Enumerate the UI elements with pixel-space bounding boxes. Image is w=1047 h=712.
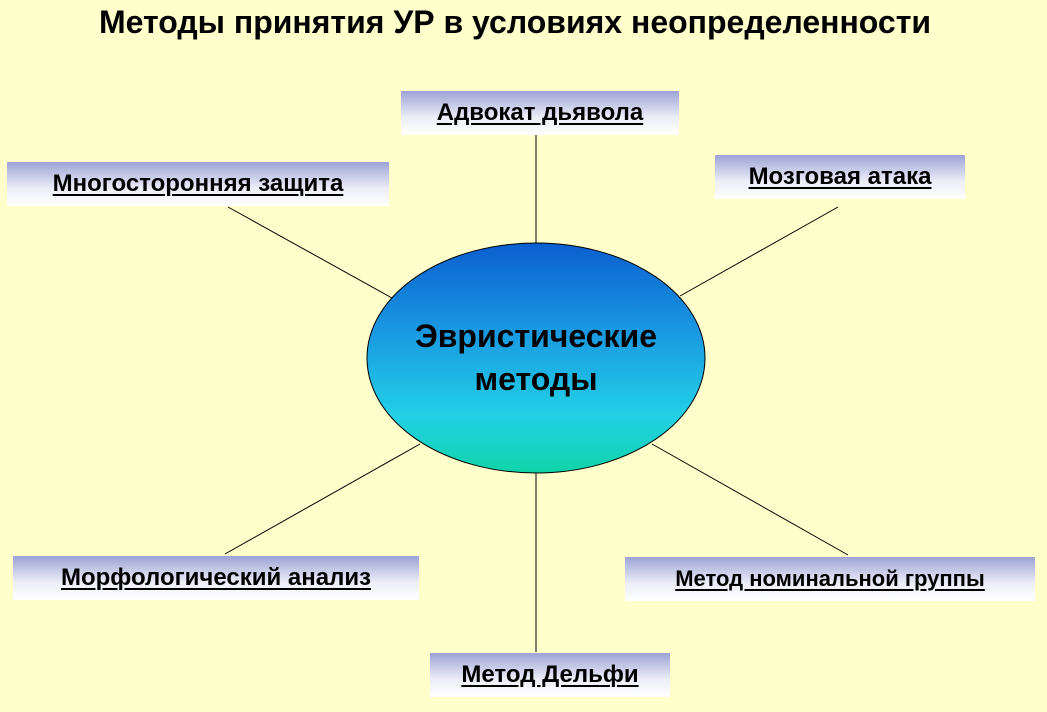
method-delphi-box[interactable]: Метод Дельфи <box>430 653 670 697</box>
method-brainstorm-box[interactable]: Мозговая атака <box>715 155 965 199</box>
connector-multi-defense <box>227 206 393 299</box>
method-advocate-box[interactable]: Адвокат дьявола <box>401 91 679 135</box>
connector-morphological <box>224 443 421 555</box>
method-morphological-box[interactable]: Морфологический анализ <box>13 556 419 600</box>
method-multi-defense-label: Многосторонняя защита <box>52 170 344 197</box>
center-ellipse <box>366 242 706 474</box>
connector-brainstorm <box>679 206 839 297</box>
method-multi-defense-box[interactable]: Многосторонняя защита <box>7 162 389 206</box>
page-title: Методы принятия УР в условиях неопределе… <box>98 4 932 40</box>
method-nominal-group-label: Метод номинальной группы <box>675 566 985 591</box>
method-morphological-label: Морфологический анализ <box>60 564 372 591</box>
method-advocate-label: Адвокат дьявола <box>436 99 644 126</box>
connector-nominal-group <box>651 443 849 556</box>
method-delphi-label: Метод Дельфи <box>461 661 639 688</box>
method-nominal-group-box[interactable]: Метод номинальной группы <box>625 557 1035 601</box>
method-brainstorm-label: Мозговая атака <box>748 163 932 190</box>
